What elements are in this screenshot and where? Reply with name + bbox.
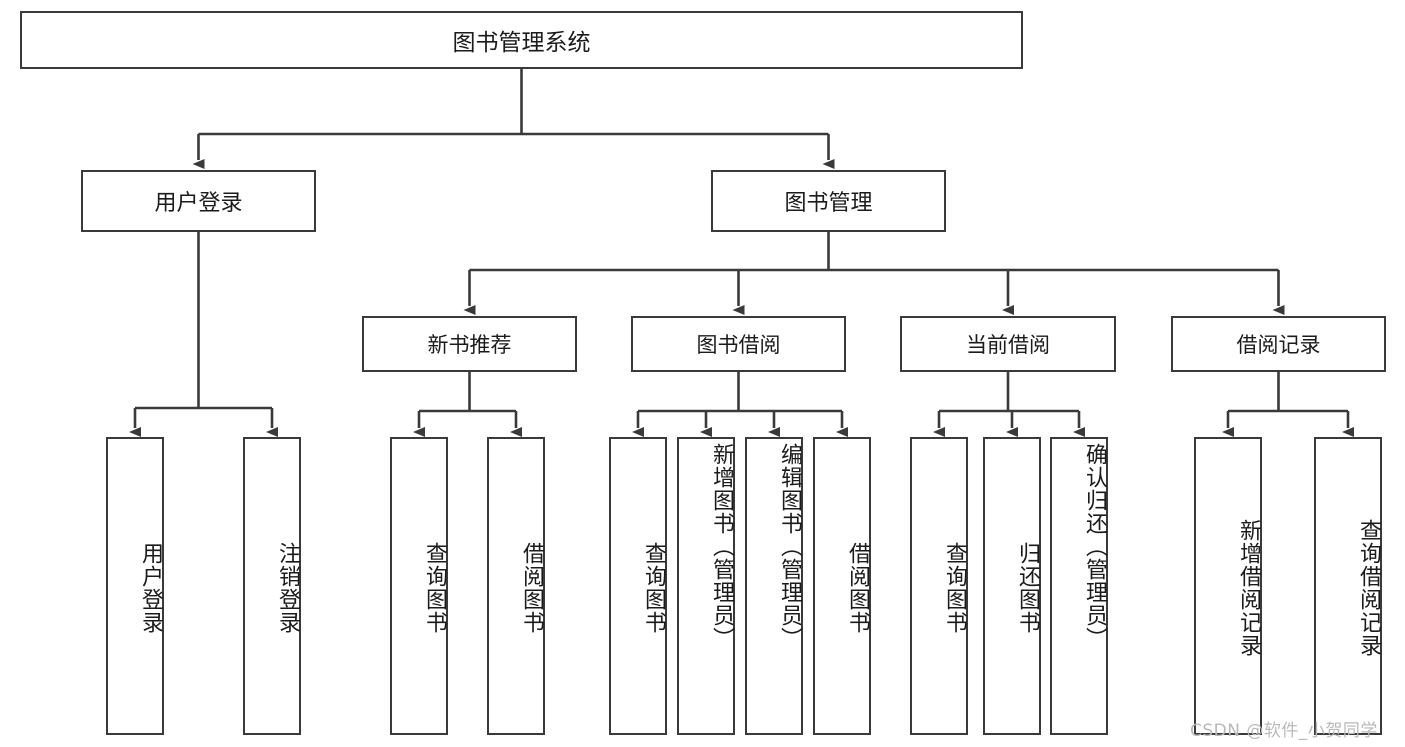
node-label: 查询借阅记录 [1356,519,1381,657]
node-leaf-logout[interactable]: 注销登录 [243,437,301,735]
node-label: 查询图书 [641,542,666,634]
node-root-system[interactable]: 图书管理系统 [20,11,1023,69]
node-label: 注销登录 [275,542,300,634]
node-user-login[interactable]: 用户登录 [81,170,316,232]
node-book-manage[interactable]: 图书管理 [711,170,946,232]
node-label: 确认归还（管理员） [1082,443,1107,650]
node-leaf-query-book-1[interactable]: 查询图书 [390,437,448,735]
node-label: 编辑图书（管理员） [777,443,802,650]
node-label: 新增图书（管理员） [709,443,734,650]
node-leaf-borrow-book-2[interactable]: 借阅图书 [813,437,871,735]
node-label: 查询图书 [942,542,967,634]
node-current-borrow[interactable]: 当前借阅 [900,316,1116,372]
node-label: 图书借阅 [696,333,781,357]
node-leaf-borrow-book-1[interactable]: 借阅图书 [487,437,545,735]
node-leaf-query-book-2[interactable]: 查询图书 [609,437,667,735]
node-leaf-query-book-3[interactable]: 查询图书 [910,437,968,735]
node-leaf-add-book[interactable]: 新增图书（管理员） [677,437,735,735]
node-label: 新增借阅记录 [1236,519,1261,657]
node-leaf-return-book[interactable]: 归还图书 [983,437,1041,735]
node-new-book-recommend[interactable]: 新书推荐 [362,316,577,372]
node-label: 借阅图书 [845,542,870,634]
node-leaf-confirm-return[interactable]: 确认归还（管理员） [1050,437,1108,735]
node-label: 用户登录 [154,191,243,216]
node-label: 借阅记录 [1236,333,1321,357]
node-label: 图书管理系统 [452,30,591,56]
node-label: 图书管理 [784,191,873,216]
node-label: 用户登录 [138,542,163,634]
node-label: 新书推荐 [427,333,512,357]
node-leaf-add-record[interactable]: 新增借阅记录 [1194,437,1262,735]
node-borrow-record[interactable]: 借阅记录 [1171,316,1386,372]
node-book-borrow[interactable]: 图书借阅 [631,316,846,372]
node-leaf-query-record[interactable]: 查询借阅记录 [1314,437,1382,735]
node-label: 借阅图书 [519,542,544,634]
node-label: 当前借阅 [966,333,1050,357]
node-label: 查询图书 [422,542,447,634]
node-label: 归还图书 [1015,542,1040,634]
csdn-watermark: CSDN @软件_小贺同学 [1190,721,1378,741]
node-leaf-user-login[interactable]: 用户登录 [106,437,164,735]
node-leaf-edit-book[interactable]: 编辑图书（管理员） [745,437,803,735]
